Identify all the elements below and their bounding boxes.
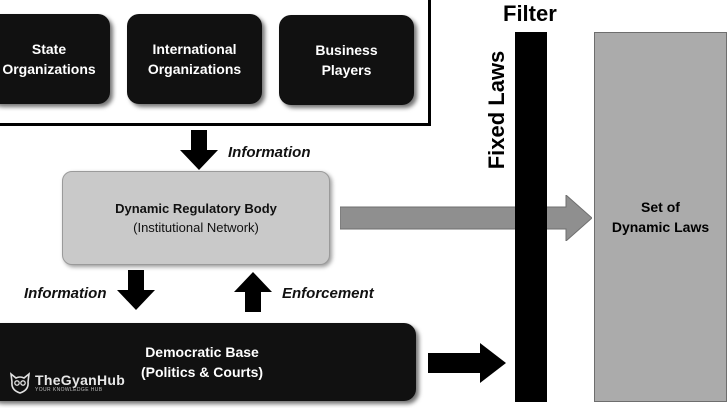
information-down-arrow-left <box>117 270 155 310</box>
filter-label: Filter <box>503 1 557 26</box>
information-down-arrow-top <box>180 130 218 170</box>
filter-bar <box>515 32 547 402</box>
regulatory-body-subtitle: (Institutional Network) <box>133 220 259 235</box>
information-label-left: Information <box>24 285 107 302</box>
watermark-name: TheGyanHub <box>35 372 126 388</box>
fixed-laws-label: Fixed Laws <box>484 50 509 170</box>
set-of-dynamic-laws-box: Set of Dynamic Laws <box>594 32 727 402</box>
information-label-top: Information <box>228 144 311 161</box>
thegyanhub-watermark: TheGyanHub YOUR KNOWLEDGE HUB <box>8 372 125 394</box>
regulatory-body-title: Dynamic Regulatory Body <box>115 201 277 216</box>
democratic-base-box: Democratic Base (Politics & Courts) <box>0 323 416 401</box>
black-right-arrow <box>428 343 506 383</box>
enforcement-up-arrow <box>234 272 272 312</box>
watermark-tagline: YOUR KNOWLEDGE HUB <box>35 387 103 393</box>
international-organizations-box: International Organizations <box>127 14 262 104</box>
business-players-box: Business Players <box>279 15 414 105</box>
dynamic-regulatory-body-box: Dynamic Regulatory Body (Institutional N… <box>62 171 330 265</box>
state-organizations-box: State Organizations <box>0 14 110 104</box>
owl-logo-icon <box>8 372 32 394</box>
enforcement-label: Enforcement <box>282 285 374 302</box>
grey-right-arrow <box>340 195 592 241</box>
